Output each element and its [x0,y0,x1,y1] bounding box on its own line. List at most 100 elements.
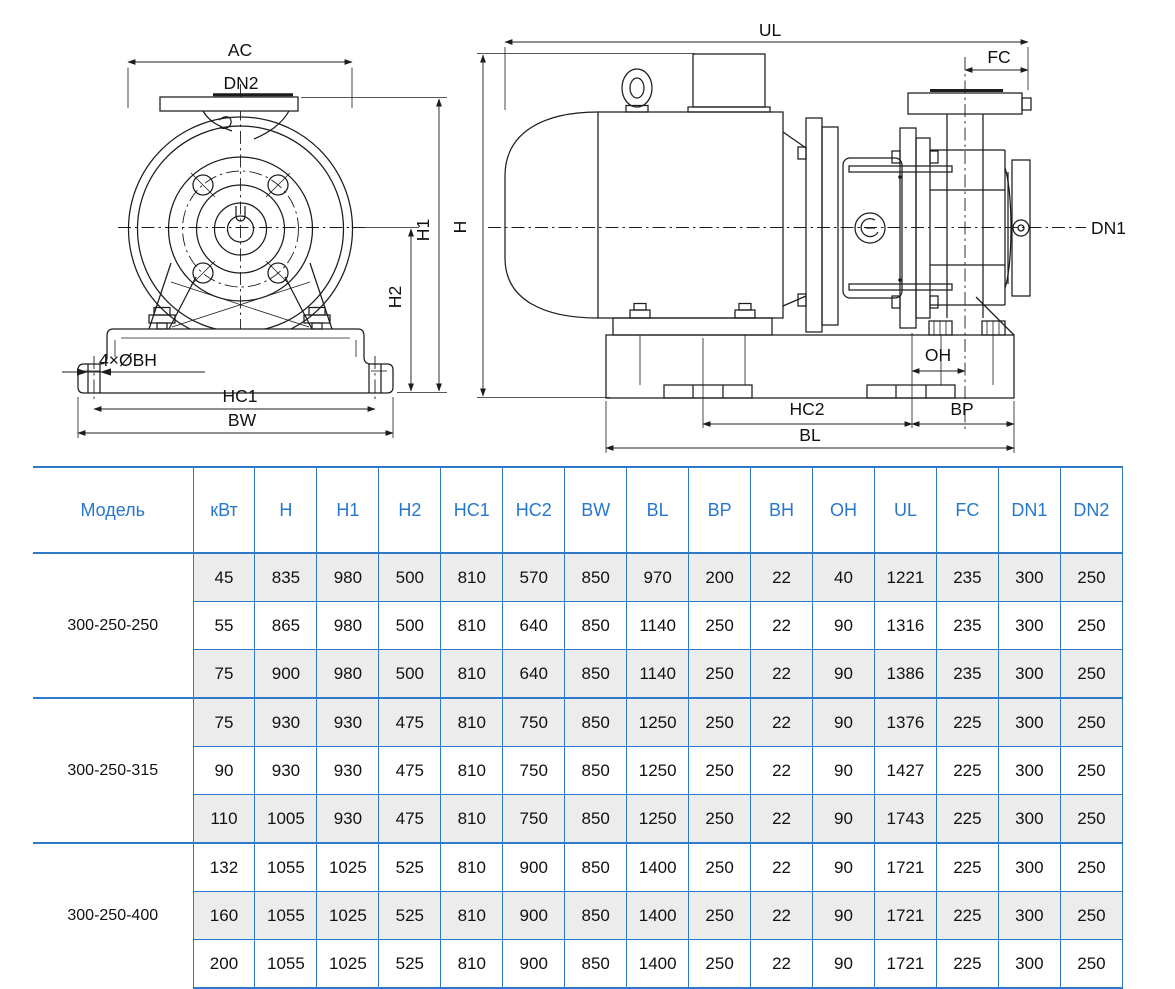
table-cell: 930 [316,746,379,795]
table-cell: 1316 [873,601,937,650]
table-cell: 90 [812,794,875,843]
column-header-dn1: DN1 [997,466,1061,554]
table-cell: 300 [997,552,1061,602]
table-cell: 250 [1059,939,1124,989]
base-frame [77,306,394,400]
table-cell: 22 [750,552,813,602]
discharge-flange [159,93,299,140]
table-cell: 640 [502,601,565,650]
table-cell: 90 [812,891,875,940]
model-cell: 300-250-400 [33,842,193,988]
table-cell: 22 [750,794,813,843]
table-cell: 835 [254,552,317,602]
table-cell: 1250 [626,746,689,795]
dim-label-hc1: HC1 [222,386,257,406]
table-cell: 250 [1059,649,1124,698]
table-cell: 1025 [316,842,379,892]
dim-label-oh: OH [925,345,951,365]
column-header-bp: BP [688,466,751,554]
table-cell: 850 [564,842,627,892]
suction-flange [1007,159,1031,297]
base-bolt-right [303,306,331,330]
discharge-flange-side [907,89,1032,115]
table-cell: 810 [440,794,503,843]
table-cell: 980 [316,601,379,650]
table-cell: 300 [997,746,1061,795]
dim-label-dn1: DN1 [1091,218,1126,238]
table-cell: 1400 [626,842,689,892]
table-cell: 900 [502,939,565,989]
table-cell: 500 [378,552,441,602]
baseplate [605,333,1015,428]
lifting-eye [621,68,653,113]
column-header-fc: FC [935,466,999,554]
dim-label-bw: BW [228,410,257,430]
table-cell: 475 [378,697,441,747]
pump-technical-drawing: AC DN2 H1 H2 4×ØBH HC1 BW [62,20,1126,453]
table-cell: 250 [688,649,751,698]
table-cell: 75 [192,697,255,747]
table-cell: 22 [750,842,813,892]
column-header-dn2: DN2 [1059,466,1124,554]
table-cell: 1055 [254,939,317,989]
table-cell: 850 [564,697,627,747]
right-view-dimensions: UL FC H DN1 OH HC2 BP BL [450,20,1126,453]
table-cell: 930 [316,794,379,843]
table-cell: 850 [564,649,627,698]
dim-label-h1: H1 [413,219,433,241]
table-cell: 22 [750,939,813,989]
table-cell: 850 [564,601,627,650]
table-cell: 1055 [254,842,317,892]
table-cell: 640 [502,649,565,698]
table-cell: 90 [812,649,875,698]
dim-label-hc2: HC2 [789,399,824,419]
table-cell: 810 [440,649,503,698]
table-cell: 810 [440,552,503,602]
column-header-bw: BW [564,466,627,554]
dim-label-bolt-holes: 4×ØBH [99,350,157,370]
table-cell: 90 [192,746,255,795]
base-bolt-left [148,306,176,330]
column-header-bl: BL [626,466,689,554]
table-cell: 930 [254,697,317,747]
table-cell: 1721 [873,842,937,892]
table-cell: 90 [812,697,875,747]
table-cell: 1721 [873,891,937,940]
table-cell: 980 [316,552,379,602]
table-cell: 250 [688,697,751,747]
table-cell: 810 [440,891,503,940]
dim-label-h: H [450,221,470,234]
table-cell: 1140 [626,601,689,650]
table-cell: 525 [378,842,441,892]
table-cell: 865 [254,601,317,650]
table-cell: 250 [1059,842,1124,892]
table-cell: 225 [935,939,999,989]
shaft-keyway [235,206,246,222]
table-cell: 225 [935,746,999,795]
column-header-ul: UL [873,466,937,554]
table-cell: 200 [688,552,751,602]
table-cell: 930 [254,746,317,795]
table-cell: 132 [192,842,255,892]
table-cell: 250 [688,939,751,989]
table-cell: 250 [1059,552,1124,602]
motor [504,53,784,336]
dim-label-bp: BP [950,399,973,419]
table-cell: 300 [997,649,1061,698]
table-cell: 1250 [626,697,689,747]
table-cell: 300 [997,601,1061,650]
table-cell: 300 [997,939,1061,989]
pump-unit [782,89,1032,336]
dim-label-fc: FC [987,47,1010,67]
table-cell: 250 [688,794,751,843]
flange-bolt-holes [190,172,291,286]
table-cell: 1721 [873,939,937,989]
table-cell: 300 [997,891,1061,940]
table-cell: 850 [564,552,627,602]
table-cell: 22 [750,601,813,650]
table-cell: 810 [440,697,503,747]
